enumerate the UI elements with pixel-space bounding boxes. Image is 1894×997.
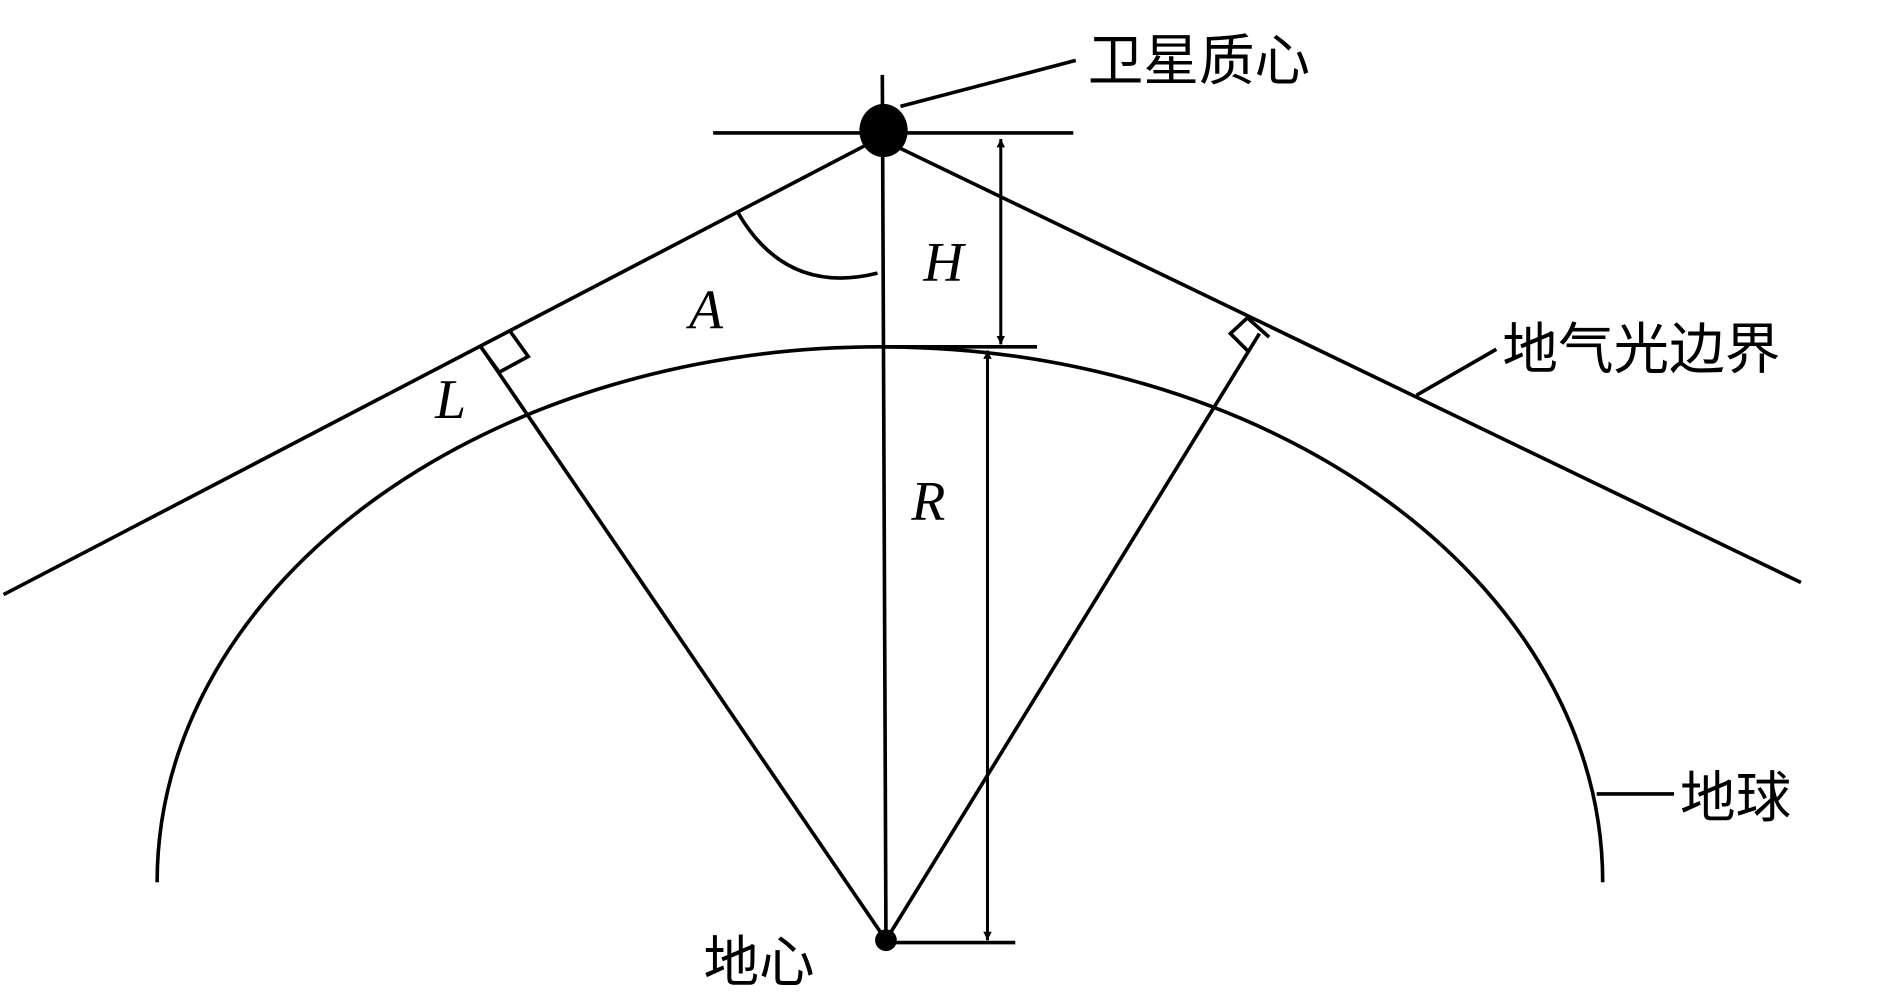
left-right-angle-marker [478,330,531,375]
left-radius-line [481,349,888,942]
airglow-label-leader [1415,347,1498,397]
satellite-centroid-label: 卫星质心 [1088,29,1310,94]
angle-symbol: A [685,280,724,342]
left-tangent-line [2,134,884,597]
earth-center-label: 地心 [703,930,814,995]
earth-label: 地球 [1680,766,1791,831]
right-tangent-line [887,140,1802,585]
radius-symbol: R [910,471,945,533]
earth-outline [155,345,1605,883]
angle-a-arc [735,210,878,280]
tangent-length-symbol: L [434,369,466,431]
right-right-angle-marker [1227,315,1271,353]
right-radius-line [884,332,1261,942]
height-symbol: H [922,231,966,293]
satellite-centroid-marker [859,103,908,158]
satellite-vertical-line [880,74,888,941]
satellite-label-leader [900,58,1077,109]
airglow-boundary-label: 地气光边界 [1502,318,1780,383]
earth-center-dot [875,929,897,952]
